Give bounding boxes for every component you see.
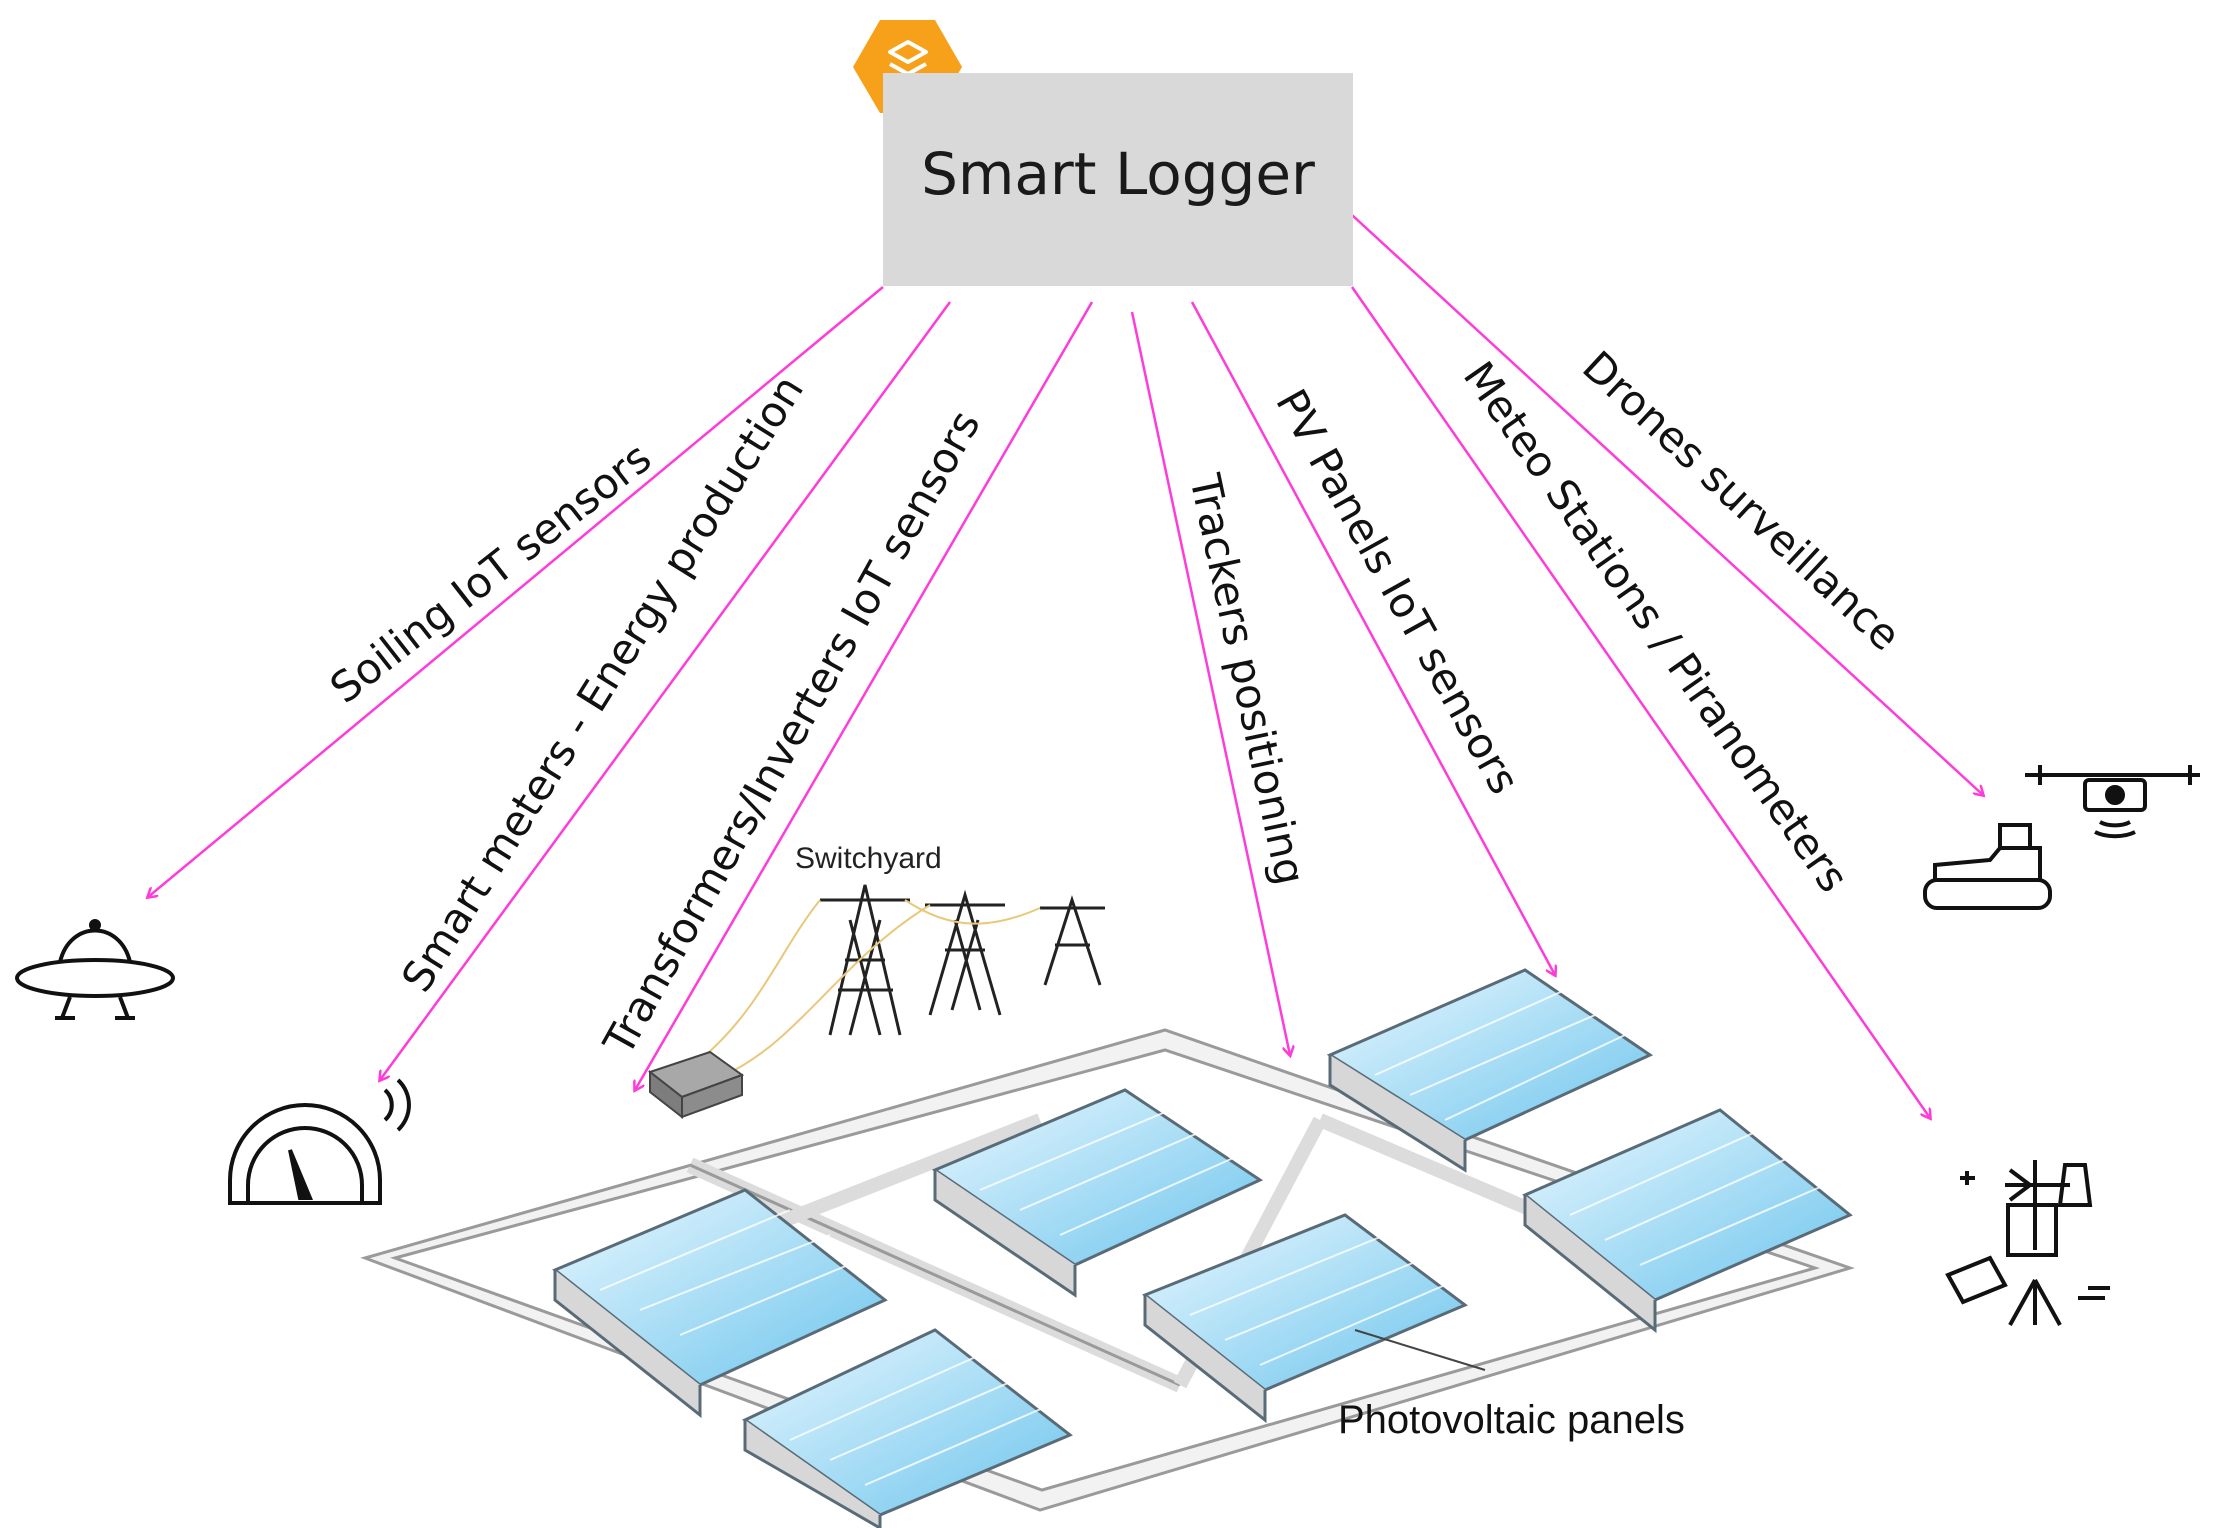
transformer-box-icon (647, 1050, 745, 1120)
switchyard-label: Switchyard (795, 842, 942, 875)
link-label-trackers: Trackers positioning (1180, 469, 1315, 889)
panels-pointer-line (1354, 1329, 1486, 1371)
pv-panel-icon (552, 1188, 888, 1419)
switchyard-towers (699, 884, 1105, 1076)
arrows (148, 214, 1983, 1118)
link-label-transformers: Transformers/Inverters IoT sensors (593, 402, 989, 1063)
link-label-pv-panels: PV Panels IoT sensors (1266, 381, 1529, 802)
smart-logger-title: Smart Logger (921, 140, 1315, 208)
gauge-meter-icon (228, 1078, 411, 1205)
tractor-icon (1923, 823, 2052, 910)
panel-grid-lines (599, 989, 1826, 1486)
drone-icon (2025, 765, 2200, 839)
smart-logger-box (883, 73, 1353, 286)
panels-label: Photovoltaic panels (1338, 1398, 1685, 1442)
ufo-sensor-icon (15, 919, 175, 1020)
weather-station-icon (1945, 1160, 2110, 1326)
